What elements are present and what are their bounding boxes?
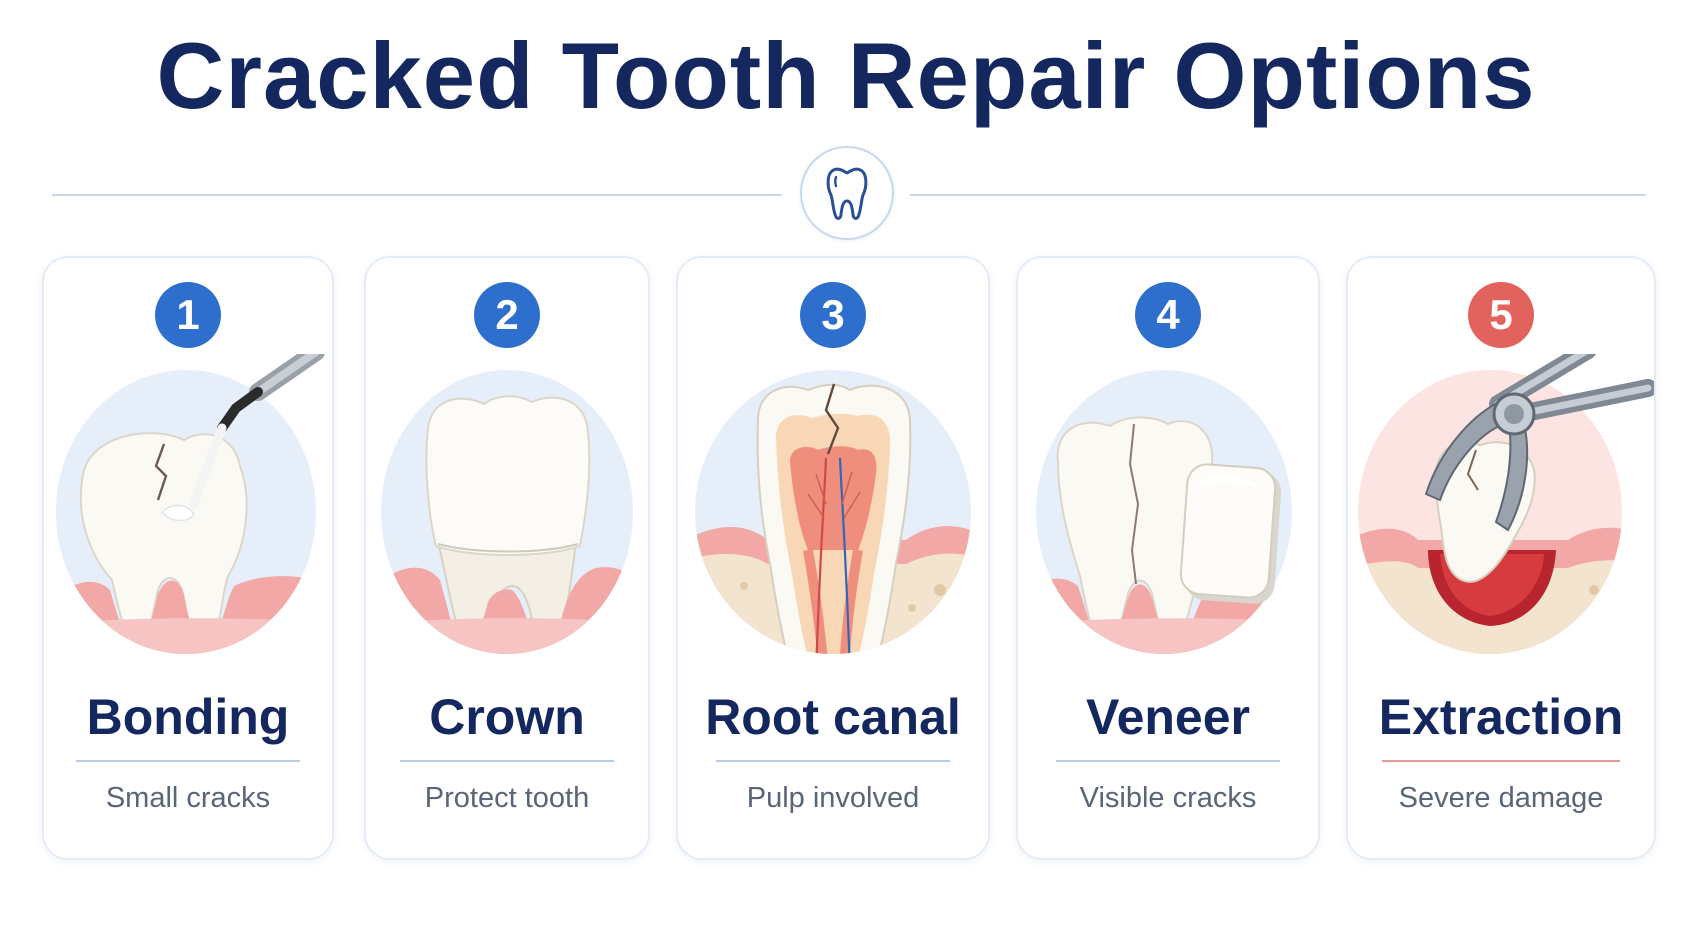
option-number-5: 5 xyxy=(1468,282,1534,348)
option-rule-1 xyxy=(76,760,300,762)
option-name-bonding: Bonding xyxy=(86,689,290,745)
option-number-4: 4 xyxy=(1135,282,1201,348)
option-card-bonding: 1 Bonding Small cracks xyxy=(42,256,334,860)
option-number-1: 1 xyxy=(155,282,221,348)
option-card-root-canal: 3 Root canal Pulp involved xyxy=(676,256,990,860)
bonding-tool xyxy=(189,354,325,509)
option-rule-2 xyxy=(400,760,614,762)
option-rule-5 xyxy=(1382,760,1620,762)
option-card-crown: 2 Crown Protect tooth xyxy=(364,256,650,860)
option-desc-root-canal: Pulp involved xyxy=(746,782,920,814)
crown-tooth-illustration xyxy=(381,370,633,654)
option-rule-4 xyxy=(1056,760,1280,762)
option-card-extraction: 5 Extractio xyxy=(1346,256,1656,860)
option-desc-veneer: Visible cracks xyxy=(1079,782,1257,814)
tooth-icon xyxy=(826,167,868,220)
option-number-3: 3 xyxy=(800,282,866,348)
option-name-root-canal: Root canal xyxy=(705,689,961,745)
divider-left xyxy=(52,194,782,196)
bonding-tooth-illustration xyxy=(56,354,325,654)
root-canal-illustration xyxy=(695,370,971,654)
option-name-extraction: Extraction xyxy=(1378,689,1624,745)
option-desc-bonding: Small cracks xyxy=(105,782,271,814)
veneer-tooth-illustration xyxy=(1036,370,1292,654)
veneer-shell xyxy=(1179,463,1282,604)
option-number-2: 2 xyxy=(474,282,540,348)
forceps-tool xyxy=(1424,354,1654,532)
option-name-veneer: Veneer xyxy=(1085,689,1250,745)
option-name-crown: Crown xyxy=(429,689,585,745)
divider-right xyxy=(910,194,1646,196)
extraction-forceps-illustration xyxy=(1358,354,1654,654)
option-desc-crown: Protect tooth xyxy=(424,782,590,814)
page-title: Cracked Tooth Repair Options xyxy=(156,23,1536,128)
option-desc-extraction: Severe damage xyxy=(1398,782,1604,814)
option-rule-3 xyxy=(716,760,950,762)
header-badge xyxy=(800,146,894,240)
option-card-veneer: 4 Veneer Visible cracks xyxy=(1016,256,1320,860)
